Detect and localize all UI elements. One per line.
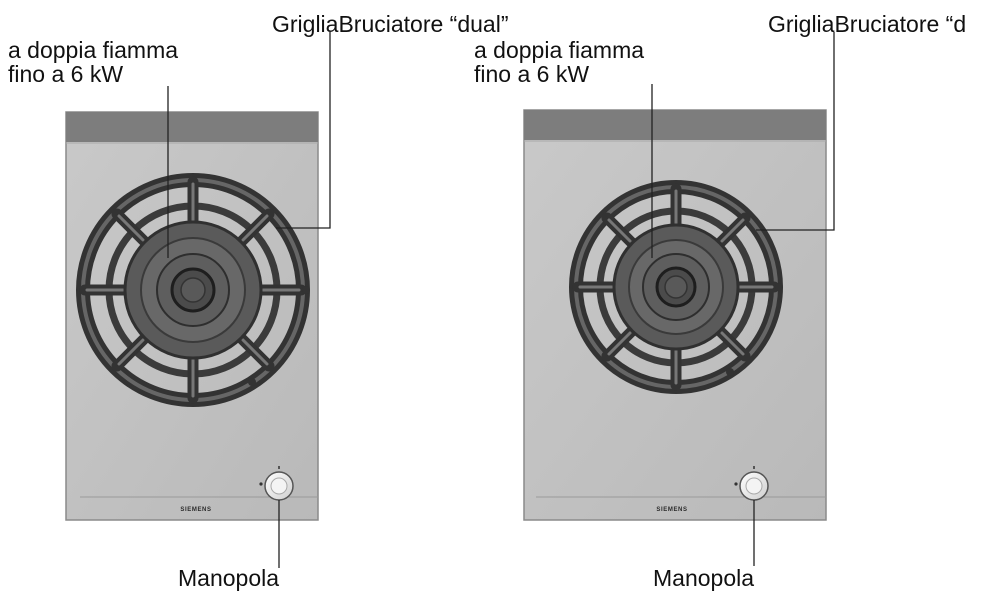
burner-label-left-line2: fino a 6 kW xyxy=(8,61,124,87)
knob-label-left: Manopola xyxy=(178,565,280,591)
pan-support-grid xyxy=(76,173,310,407)
control-knob xyxy=(259,466,294,501)
hob-top-band xyxy=(66,112,318,142)
leader-grid xyxy=(756,32,835,231)
knob-label-right: Manopola xyxy=(653,565,755,591)
grid-label-left: GrigliaBruciatore “dual” xyxy=(272,11,509,37)
burner-label-right-line1: a doppia fiamma xyxy=(474,37,645,63)
brand-logo: SIEMENS xyxy=(180,507,211,513)
burner-label-right-line2: fino a 6 kW xyxy=(474,61,590,87)
hob-right: SIEMENS xyxy=(523,32,835,566)
hob-top-band xyxy=(524,110,826,140)
grid-label-right: GrigliaBruciatore “d xyxy=(768,11,967,37)
pan-support-grid xyxy=(569,180,783,394)
leader-lines xyxy=(651,32,835,566)
leader-lines xyxy=(167,32,331,568)
hob-left: SIEMENS xyxy=(65,32,331,568)
dual-burner xyxy=(123,220,263,360)
burner-label-left-line1: a doppia fiamma xyxy=(8,37,179,63)
brand-logo: SIEMENS xyxy=(656,507,687,513)
leader-grid xyxy=(276,32,331,229)
dual-burner xyxy=(612,223,740,351)
